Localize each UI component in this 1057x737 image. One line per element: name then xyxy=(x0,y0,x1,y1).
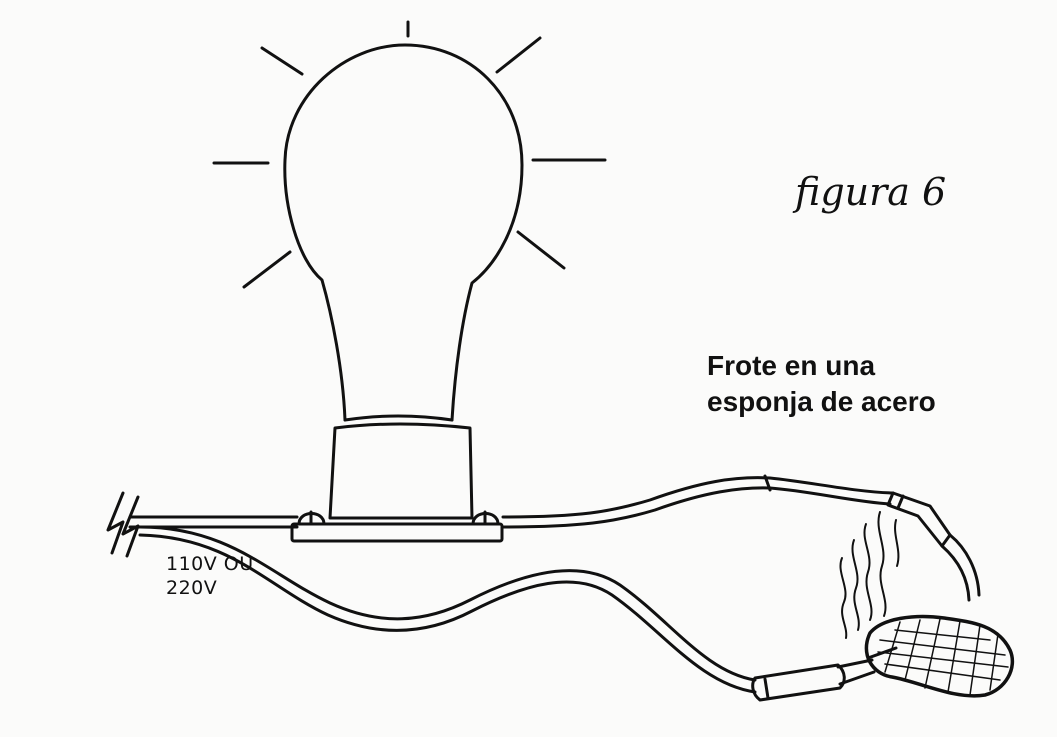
ray xyxy=(242,250,292,289)
sponge-contact-lead xyxy=(866,646,898,660)
insulated-sleeve-lower xyxy=(751,658,876,702)
light-rays xyxy=(212,20,607,289)
voltage-line-2: 220V xyxy=(166,577,218,599)
wire-sleeve-to-sponge xyxy=(940,533,981,602)
ray xyxy=(495,36,542,74)
voltage-label: 110V OU 220V xyxy=(166,552,254,600)
figure-label: figura 6 xyxy=(795,170,947,214)
light-bulb xyxy=(283,43,524,422)
bulb-neck-band xyxy=(343,414,454,422)
caption-line-1: Frote en una xyxy=(707,350,876,381)
heat-lines xyxy=(839,511,900,639)
wire-cord-to-sponge xyxy=(138,525,757,694)
bulb-socket xyxy=(290,422,504,543)
steel-sponge xyxy=(864,614,1015,698)
wire-sleeve-joint xyxy=(763,474,772,492)
socket-base xyxy=(290,522,504,543)
insulated-sleeve-upper xyxy=(886,491,952,548)
wire-socket-to-sponge xyxy=(501,474,895,529)
power-cord-break xyxy=(106,491,140,558)
caption-line-2: esponja de acero xyxy=(707,386,936,417)
ray xyxy=(516,230,566,270)
ray xyxy=(260,46,304,76)
voltage-line-1: 110V OU xyxy=(166,553,254,575)
wire-to-socket xyxy=(128,515,299,529)
socket-body xyxy=(328,422,474,520)
instruction-caption: Frote en una esponja de acero xyxy=(707,348,936,420)
